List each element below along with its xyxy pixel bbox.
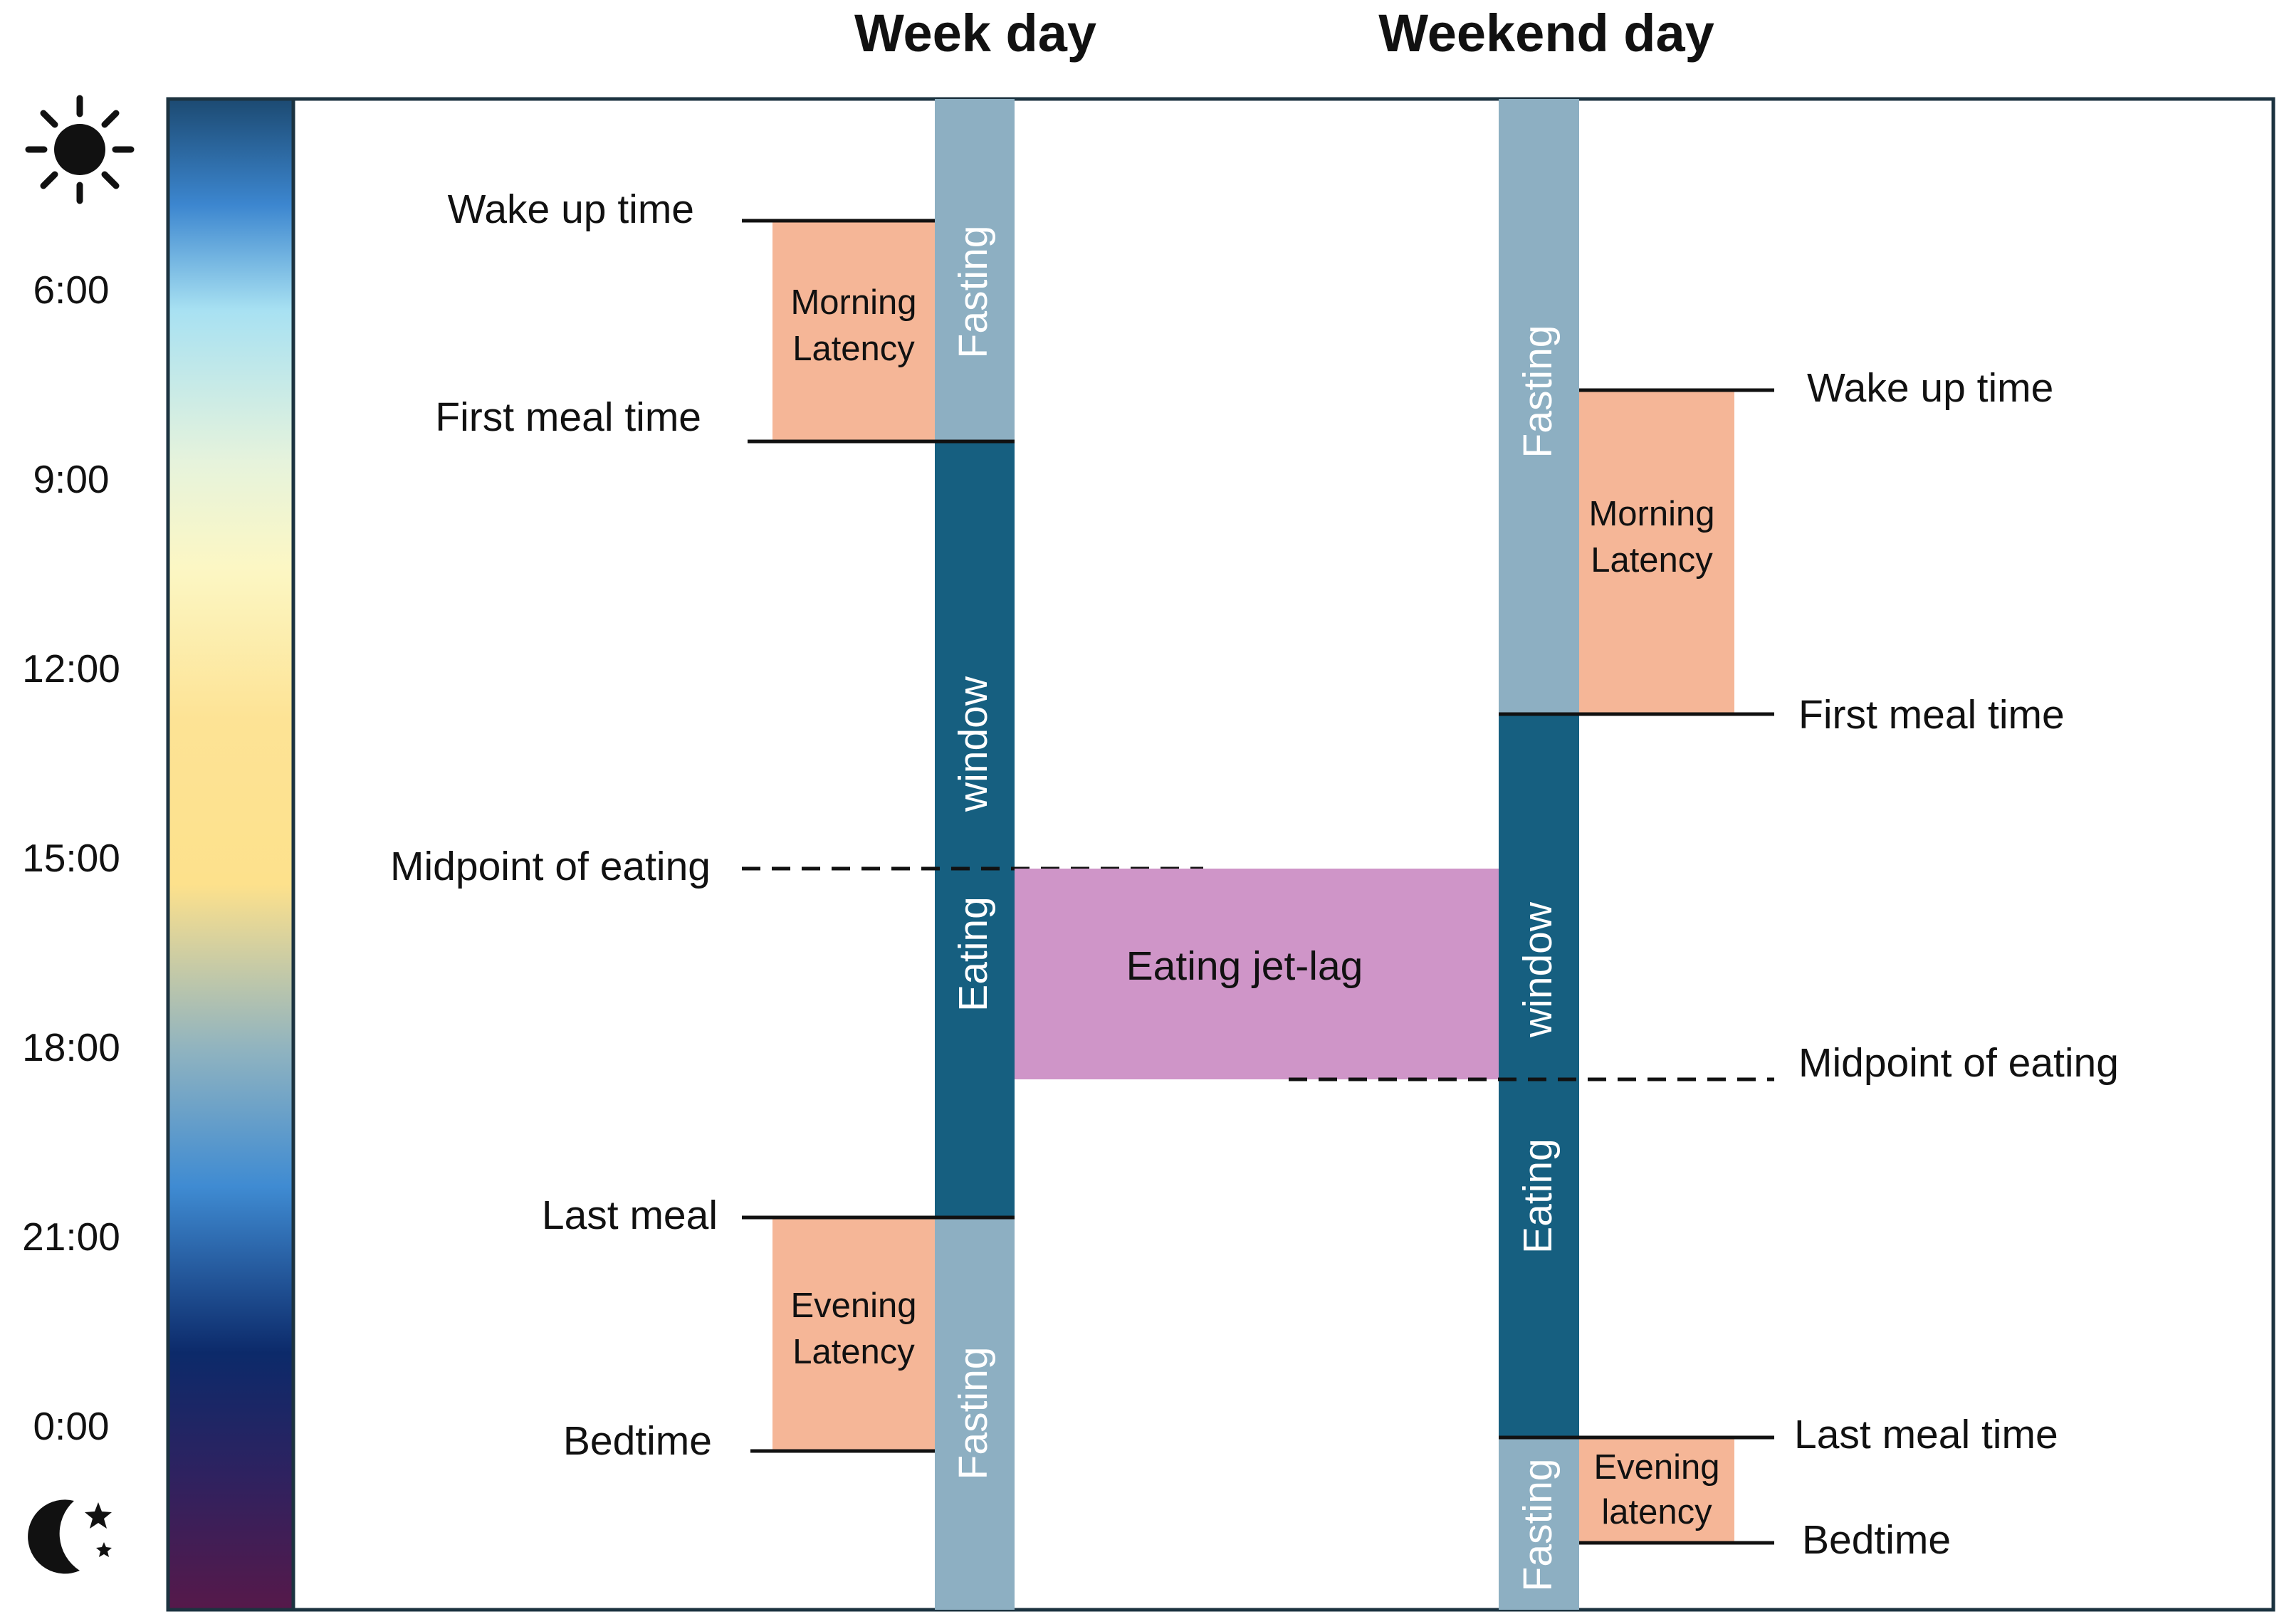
weekday-heading: Week day xyxy=(854,4,1096,63)
weekend-window-label: window xyxy=(1515,901,1561,1038)
weekend-wake-up-label: Wake up time xyxy=(1807,365,2053,411)
weekend-heading: Weekend day xyxy=(1378,4,1714,63)
weekend-morning-latency-label: Morning xyxy=(1588,495,1714,533)
weekday-fasting-bottom-segment xyxy=(935,1217,1015,1610)
weekday-morning-latency-label: Latency xyxy=(792,330,915,368)
time-axis: 6:00 9:00 12:00 15:00 18:00 21:00 0:00 xyxy=(22,268,120,1448)
weekend-evening-latency-label: latency xyxy=(1601,1493,1712,1531)
weekday-morning-latency-label: Morning xyxy=(790,283,916,322)
weekday-fasting-top-segment xyxy=(935,99,1015,441)
weekend-morning-latency-box xyxy=(1579,390,1734,714)
diagram-frame xyxy=(166,97,2275,1612)
weekday-midpoint-label: Midpoint of eating xyxy=(390,844,711,889)
weekend-morning-latency-label: Latency xyxy=(1591,541,1713,580)
weekday-eating-label: Eating xyxy=(950,896,996,1012)
weekday-evening-latency-label: Latency xyxy=(792,1333,915,1371)
time-tick: 12:00 xyxy=(22,646,120,691)
weekday-evening-latency-box xyxy=(772,1217,935,1451)
sun-icon xyxy=(25,95,135,204)
weekday-bedtime-label: Bedtime xyxy=(563,1418,712,1464)
weekend-fasting-top-label: Fasting xyxy=(1515,325,1561,459)
moon-stars-icon xyxy=(28,1499,112,1574)
weekend-fasting-top-segment xyxy=(1499,99,1579,714)
weekend-eating-label: Eating xyxy=(1515,1138,1561,1254)
weekend-first-meal-label: First meal time xyxy=(1798,692,2065,738)
weekend-eating-window-segment xyxy=(1499,714,1579,1437)
time-tick: 21:00 xyxy=(22,1215,120,1259)
weekday-fasting-top-label: Fasting xyxy=(950,226,996,359)
weekend-evening-latency-box xyxy=(1579,1437,1734,1543)
weekday-first-meal-label: First meal time xyxy=(435,394,701,440)
time-tick: 6:00 xyxy=(33,268,109,312)
weekday-window-label: window xyxy=(950,676,996,812)
weekend-fasting-bottom-segment xyxy=(1499,1437,1579,1610)
eating-jet-lag-label: Eating jet-lag xyxy=(1126,943,1363,989)
weekday-fasting-bottom-label: Fasting xyxy=(950,1347,996,1480)
eating-jet-lag-box xyxy=(1015,869,1499,1079)
time-tick: 18:00 xyxy=(22,1025,120,1069)
weekday-wake-up-label: Wake up time xyxy=(448,187,694,232)
time-tick: 0:00 xyxy=(33,1404,109,1448)
weekday-evening-latency-label: Evening xyxy=(790,1287,916,1325)
weekday-morning-latency-box xyxy=(772,221,935,441)
weekday-eating-window-segment xyxy=(935,441,1015,1217)
time-of-day-gradient-bar xyxy=(168,99,293,1610)
weekend-last-meal-label: Last meal time xyxy=(1794,1412,2058,1457)
time-tick: 9:00 xyxy=(33,457,109,501)
weekend-midpoint-label: Midpoint of eating xyxy=(1798,1040,2119,1086)
weekend-fasting-bottom-label: Fasting xyxy=(1515,1459,1561,1592)
weekend-evening-latency-label: Evening xyxy=(1593,1448,1719,1487)
weekday-last-meal-label: Last meal xyxy=(542,1193,718,1238)
time-tick: 15:00 xyxy=(22,836,120,880)
weekend-bedtime-label: Bedtime xyxy=(1802,1517,1951,1563)
